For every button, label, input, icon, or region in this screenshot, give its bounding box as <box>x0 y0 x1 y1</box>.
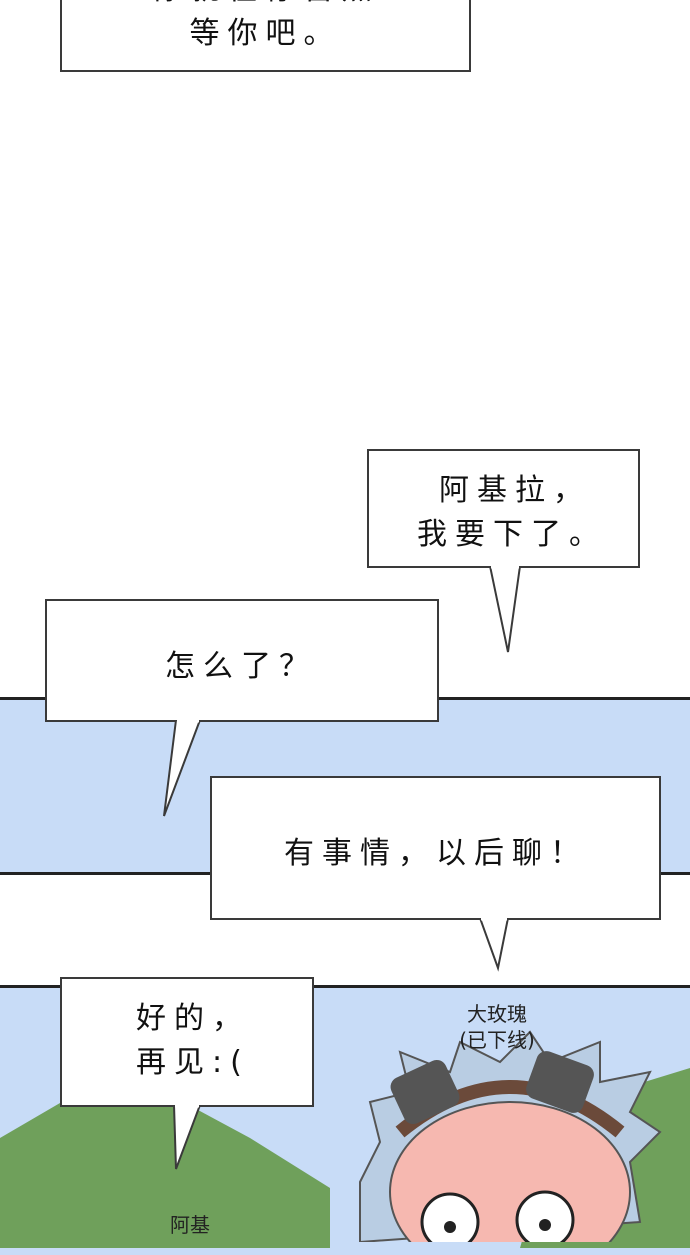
character-illustration <box>359 1030 662 1242</box>
speech-tail <box>488 566 522 653</box>
speech-text-line: 阿基拉， <box>439 473 591 508</box>
speech-tail <box>163 720 202 817</box>
character-name: 大玫瑰 <box>467 1002 527 1026</box>
speech-bubble-ok: 好的， 再见:( <box>60 977 314 1107</box>
speech-text-line: 等你吧。 <box>189 16 342 51</box>
speech-bubble-busy: 有事情，以后聊！ <box>210 776 661 920</box>
character-status: (已下线) <box>459 1028 535 1052</box>
speech-text-line: 我要下了。 <box>417 517 607 552</box>
speech-bubble-top: 你就在停留点 等你吧。 <box>60 0 471 72</box>
character-name: 阿基 <box>170 1213 210 1237</box>
speech-text: 有事情，以后聊！ <box>284 836 588 871</box>
speech-text-line: 好的， <box>136 1001 250 1036</box>
name-label-rose: 大玫瑰 (已下线) <box>432 1001 562 1053</box>
speech-text-line: 再见:( <box>136 1045 250 1080</box>
speech-tail <box>172 1105 202 1170</box>
speech-text: 怎么了？ <box>165 649 317 684</box>
name-label-aji: 阿基 <box>140 1212 240 1238</box>
speech-bubble-aji: 阿基拉， 我要下了。 <box>367 449 640 568</box>
speech-tail <box>478 918 510 972</box>
speech-text-line: 你就在停留点 <box>62 0 469 12</box>
speech-bubble-what: 怎么了？ <box>45 599 439 722</box>
